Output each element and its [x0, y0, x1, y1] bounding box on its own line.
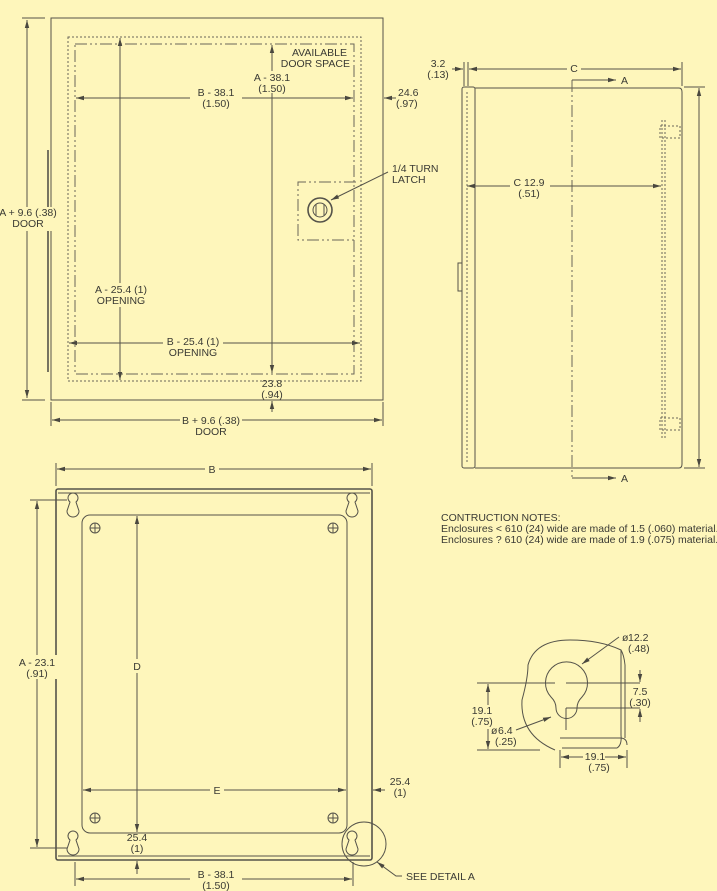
svg-text:(.75): (.75) [588, 762, 610, 774]
svg-text:(.51): (.51) [518, 188, 540, 200]
see-detail-a: SEE DETAIL A [406, 871, 475, 883]
dim-e: E [213, 785, 220, 797]
dim-a-38: A - 38.1 [254, 72, 290, 84]
svg-text:DOOR: DOOR [195, 426, 227, 438]
latch-label: 1/4 TURN [392, 163, 439, 175]
svg-text:(.30): (.30) [629, 697, 651, 709]
dim-a-opening: A - 25.4 (1) [95, 284, 147, 296]
notes-title: CONTRUCTION NOTES: [441, 512, 561, 524]
dim-25-4-bottom: 25.4 [127, 832, 148, 844]
svg-text:(1): (1) [131, 843, 144, 855]
latch-icon [307, 197, 333, 223]
section-a-top: A [621, 75, 628, 87]
svg-text:(.91): (.91) [26, 668, 48, 680]
dim-d: D [133, 661, 141, 673]
door-space-outline [74, 43, 355, 375]
svg-text:(.25): (.25) [495, 736, 517, 748]
svg-text:(1.50): (1.50) [258, 83, 285, 95]
diameter-icon: ø [491, 725, 498, 737]
dim-c-12-9: C 12.9 [514, 177, 545, 189]
side-view: A A C 3.2 (.13) C 12.9 (.51) [427, 58, 705, 485]
dim-23-8: 23.8 [262, 378, 283, 390]
svg-text:(.75): (.75) [471, 716, 493, 728]
body-side [475, 87, 683, 469]
dim-c: C [570, 63, 578, 75]
mounting-plate [81, 514, 348, 834]
dim-24-6: 24.6 [398, 87, 419, 99]
door-side [461, 86, 476, 469]
available-door-space: AVAILABLE [292, 47, 347, 59]
svg-text:(1.50): (1.50) [202, 98, 229, 110]
front-door-view: A + 9.6 (.38) DOOR B - 38.1 (1.50) A - 3… [0, 17, 439, 438]
detail-circle [341, 821, 387, 867]
svg-text:(.94): (.94) [261, 389, 283, 401]
svg-text:DOOR SPACE: DOOR SPACE [281, 58, 350, 70]
dim-19-1-bottom: 19.1 [585, 751, 606, 763]
svg-text:(.13): (.13) [427, 69, 449, 81]
dim-a-door-label: DOOR [12, 218, 44, 230]
dim-b: B [208, 464, 215, 476]
svg-text:(.48): (.48) [628, 643, 650, 655]
dim-12-2: 12.2 [628, 632, 649, 644]
detail-a: 19.1 (.75) 7.5 (.30) 19.1 (.75) ø 12.2 (… [468, 632, 651, 774]
opening-outline [67, 36, 362, 382]
dim-b-opening: B - 25.4 (1) [167, 336, 220, 348]
dim-6-4: 6.4 [498, 725, 513, 737]
note-line: Enclosures < 610 (24) wide are made of 1… [441, 523, 717, 535]
dim-25-4-right: 25.4 [390, 776, 411, 788]
dim-7-5: 7.5 [633, 686, 648, 698]
note-line: Enclosures ? 610 (24) wide are made of 1… [441, 534, 717, 546]
svg-text:(1): (1) [394, 787, 407, 799]
diameter-icon: ø [622, 632, 629, 644]
svg-text:(1.50): (1.50) [202, 880, 229, 891]
dim-b-38: B - 38.1 [198, 87, 235, 99]
svg-text:OPENING: OPENING [169, 347, 217, 359]
dim-b-door: B + 9.6 (.38) [182, 415, 240, 427]
dim-19-1-left: 19.1 [472, 705, 493, 717]
svg-text:(.97): (.97) [396, 98, 418, 110]
keyhole-detail-icon [545, 661, 588, 719]
back-panel [55, 488, 373, 861]
screw-icon [89, 522, 339, 824]
construction-notes: CONTRUCTION NOTES: Enclosures < 610 (24)… [441, 512, 717, 546]
back-view: B A - 23.1 (.91) D E 25.4 (1) 25.4 (1) B… [14, 462, 475, 891]
section-a-bottom: A [621, 473, 628, 485]
dim-b-38-back: B - 38.1 [198, 869, 235, 881]
svg-text:OPENING: OPENING [97, 295, 145, 307]
dim-a-23: A - 23.1 [19, 657, 55, 669]
keyhole-icon [66, 492, 359, 856]
dim-3-2: 3.2 [431, 58, 446, 70]
dim-a-door: A + 9.6 (.38) [0, 207, 57, 219]
svg-text:LATCH: LATCH [392, 174, 426, 186]
